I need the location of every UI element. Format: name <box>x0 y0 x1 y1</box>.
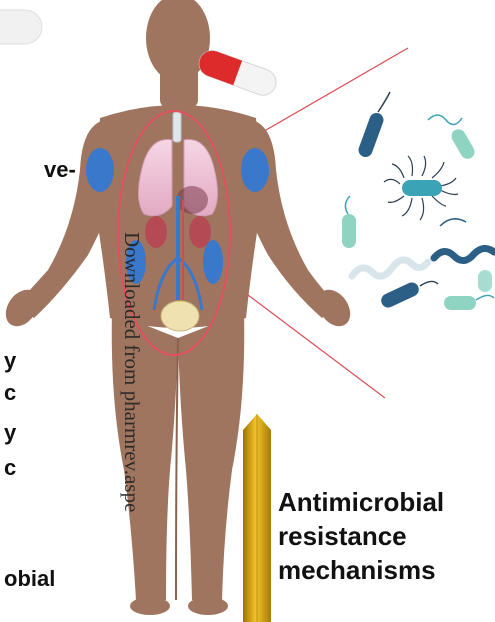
left-label-2: y <box>4 349 16 373</box>
left-label-1: ve- <box>44 158 76 182</box>
watermark-text: Downloaded from pharmrev.aspe <box>119 232 144 512</box>
gold-divider-bar <box>243 414 271 622</box>
bacteria-icon <box>342 92 494 310</box>
top-left-badge <box>0 10 42 44</box>
left-label-3: c <box>4 381 16 405</box>
trachea <box>173 112 181 142</box>
left-label-6: obial <box>4 567 55 591</box>
capsule-icon <box>196 47 280 99</box>
left-label-4: y <box>4 421 16 445</box>
panel-title: Antimicrobial resistance mechanisms <box>278 485 495 587</box>
left-label-5: c <box>4 456 16 480</box>
bladder-icon <box>161 301 199 331</box>
